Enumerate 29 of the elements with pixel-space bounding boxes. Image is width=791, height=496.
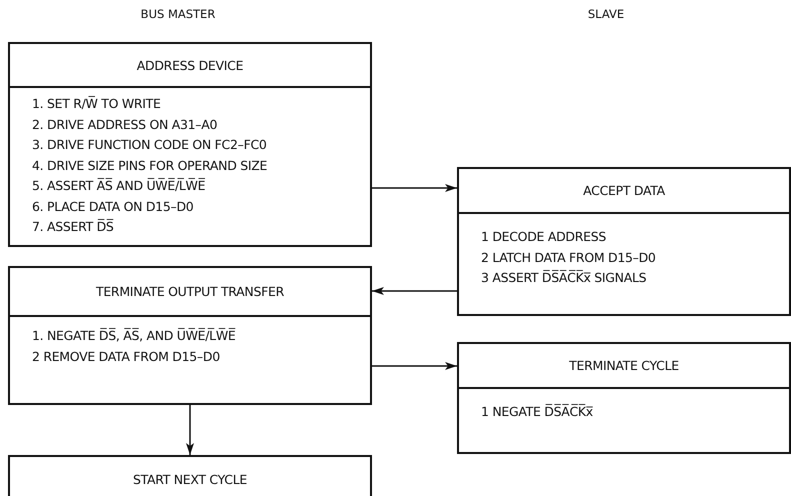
box-heading: ADDRESS DEVICE	[136, 58, 244, 72]
arrow	[372, 362, 457, 370]
step-text: 3 ASSERT D̅S̅A̅C̅K̅x̅ SIGNALS	[481, 269, 646, 287]
arrow	[372, 184, 457, 192]
step-text: 1. NEGATE D̅S̅, A̅S̅, AND U̅W̅E̅/L̅W̅E̅	[32, 327, 236, 345]
box-heading: TERMINATE OUTPUT TRANSFER	[96, 284, 284, 299]
step-text: 7. ASSERT D̅S̅	[32, 218, 114, 236]
box-heading: START NEXT CYCLE	[133, 472, 247, 486]
arrow	[186, 405, 194, 455]
column-heading: BUS MASTER	[140, 7, 216, 21]
step-text: 1 NEGATE D̅S̅A̅C̅K̅x̅	[481, 403, 593, 421]
step-text: 2 REMOVE DATA FROM D15–D0	[32, 348, 220, 366]
step-text: 2 LATCH DATA FROM D15–D0	[481, 248, 656, 266]
step-text: 4. DRIVE SIZE PINS FOR OPERAND SIZE	[32, 156, 268, 174]
process-box	[8, 266, 372, 405]
step-text: 1 DECODE ADDRESS	[481, 228, 606, 246]
box-heading: TERMINATE CYCLE	[569, 358, 679, 373]
box-heading: ACCEPT DATA	[583, 183, 665, 198]
arrow	[372, 287, 457, 295]
process-box	[8, 42, 372, 247]
process-box	[457, 342, 791, 454]
step-text: 1. SET R/W̅ TO WRITE	[32, 95, 161, 113]
step-text: 2. DRIVE ADDRESS ON A31–A0	[32, 116, 218, 134]
process-box	[8, 455, 372, 496]
process-box	[457, 167, 791, 316]
column-heading: SLAVE	[588, 7, 624, 21]
step-text: 6. PLACE DATA ON D15–D0	[32, 198, 194, 216]
step-text: 3. DRIVE FUNCTION CODE ON FC2–FC0	[32, 136, 267, 154]
step-text: 5. ASSERT A̅S̅ AND U̅W̅E̅/L̅W̅E̅	[32, 177, 206, 195]
